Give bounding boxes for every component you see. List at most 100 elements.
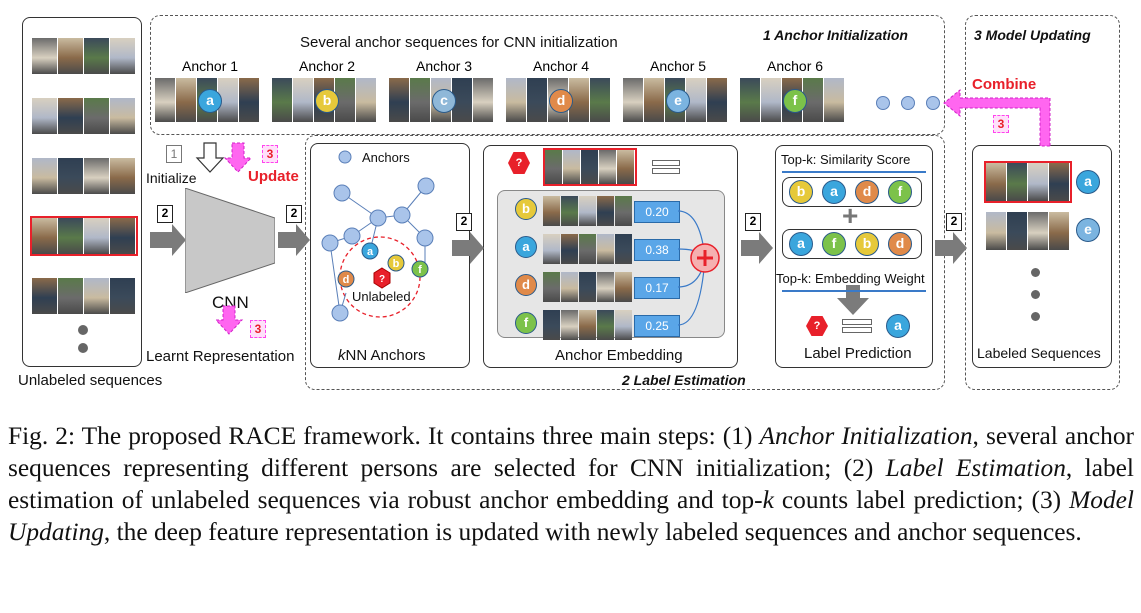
learnt-update-arrow	[214, 305, 244, 335]
combine-arrow	[943, 88, 1051, 147]
plus-sign: +	[842, 200, 859, 231]
frame-thumbnail	[543, 310, 560, 340]
anchor-letter-badge: b	[315, 89, 339, 113]
update-label: Update	[248, 168, 299, 185]
anchor-label: Anchor 4	[533, 58, 590, 74]
anchor-label: Anchor 1	[182, 58, 239, 74]
frame-thumbnail	[986, 163, 1006, 201]
similarity-letter-badge: d	[855, 180, 879, 204]
embedding-weight-label: Top-k: Embedding Weight	[776, 271, 925, 286]
unlabeled-sequence-strip	[32, 278, 136, 314]
labeled-sequence-strip	[984, 161, 1072, 203]
caption-term-2: Label Estimation	[885, 454, 1066, 482]
caption-mid-2: , label estimation of unlabeled sequence…	[8, 454, 1134, 514]
frame-thumbnail	[1049, 163, 1069, 201]
frame-thumbnail	[527, 78, 547, 122]
letter-node-label: d	[343, 274, 350, 286]
anchor-label: Anchor 3	[416, 58, 473, 74]
update-arrow	[223, 142, 253, 173]
knn-title: kNN Anchors	[338, 347, 426, 364]
embedding-lines	[677, 210, 720, 326]
embedding-weight-box: 0.17	[634, 277, 680, 299]
flow-arrow-2	[278, 224, 310, 256]
anchor-header: Several anchor sequences for CNN initial…	[300, 34, 618, 51]
frame-thumbnail	[473, 78, 493, 122]
anchor-letter-badge: d	[549, 89, 573, 113]
frame-thumbnail	[110, 38, 135, 74]
frame-thumbnail	[389, 78, 409, 122]
frame-thumbnail	[761, 78, 781, 122]
frame-thumbnail	[597, 196, 614, 226]
anchor-node	[416, 229, 434, 247]
frame-thumbnail	[58, 98, 83, 134]
frame-thumbnail	[615, 310, 632, 340]
frame-thumbnail	[824, 78, 844, 122]
anchor-label: Anchor 6	[767, 58, 824, 74]
frame-thumbnail	[615, 196, 632, 226]
frame-thumbnail	[543, 234, 560, 264]
frame-thumbnail	[272, 78, 292, 122]
labeled-sequence-strip	[986, 212, 1070, 250]
anchor-label: Anchor 5	[650, 58, 707, 74]
anchor-letter-badge: c	[432, 89, 456, 113]
unlabeled-label: Unlabeled sequences	[18, 372, 163, 389]
frame-thumbnail	[32, 278, 57, 314]
embedding-query-hexagon: ?	[508, 152, 530, 174]
caption-term-3: Model Updating	[8, 486, 1134, 546]
embedding-anchor-strip	[543, 234, 633, 264]
step2-tag: 2	[456, 213, 472, 231]
frame-thumbnail	[58, 158, 83, 194]
frame-thumbnail	[1049, 212, 1069, 250]
anchor-image-strip	[272, 78, 377, 122]
prediction-down-arrow	[837, 285, 869, 315]
step2-tag: 2	[157, 205, 173, 223]
frame-thumbnail	[32, 38, 57, 74]
step2-tag: 2	[286, 205, 302, 223]
frame-thumbnail	[32, 218, 57, 254]
anchor-letter-badge: a	[198, 89, 222, 113]
frame-thumbnail	[1007, 212, 1027, 250]
frame-thumbnail	[615, 234, 632, 264]
flow-arrow-3	[452, 232, 484, 264]
frame-thumbnail	[623, 78, 643, 122]
prediction-panel	[775, 145, 933, 368]
embedding-letter-badge: a	[515, 236, 537, 258]
equals-bar	[652, 168, 680, 174]
frame-thumbnail	[597, 234, 614, 264]
frame-thumbnail	[84, 98, 109, 134]
letter-node	[337, 270, 355, 288]
caption-tail: , the deep feature representation is upd…	[103, 518, 1082, 546]
frame-thumbnail	[239, 78, 259, 122]
anchor-image-strip	[155, 78, 260, 122]
step3-tag-update: 3	[262, 145, 278, 163]
step1-tag: 1	[166, 145, 182, 163]
similarity-score-label: Top-k: Similarity Score	[781, 152, 911, 167]
frame-thumbnail	[686, 78, 706, 122]
letter-node-label: f	[418, 264, 422, 276]
frame-thumbnail	[218, 78, 238, 122]
frame-thumbnail	[155, 78, 175, 122]
frame-thumbnail	[986, 212, 1006, 250]
frame-thumbnail	[84, 218, 109, 254]
embedding-letter-badge: f	[515, 312, 537, 334]
frame-thumbnail	[356, 78, 376, 122]
weight-letter-badge: d	[888, 232, 912, 256]
frame-thumbnail	[561, 234, 578, 264]
frame-thumbnail	[58, 218, 83, 254]
model-updating-frame	[965, 15, 1120, 390]
frame-thumbnail	[617, 150, 634, 184]
frame-thumbnail	[561, 272, 578, 302]
embedding-weight-box: 0.20	[634, 201, 680, 223]
frame-thumbnail	[84, 278, 109, 314]
weight-arrow-line	[782, 290, 926, 292]
frame-thumbnail	[110, 278, 135, 314]
embedding-panel	[483, 145, 738, 368]
frame-thumbnail	[590, 78, 610, 122]
frame-thumbnail	[644, 78, 664, 122]
cnn-label: CNN	[212, 293, 249, 312]
frame-thumbnail	[561, 196, 578, 226]
anchor-init-title: 1 Anchor Initialization	[763, 27, 908, 43]
frame-thumbnail	[176, 78, 196, 122]
embedding-anchor-strip	[543, 272, 633, 302]
